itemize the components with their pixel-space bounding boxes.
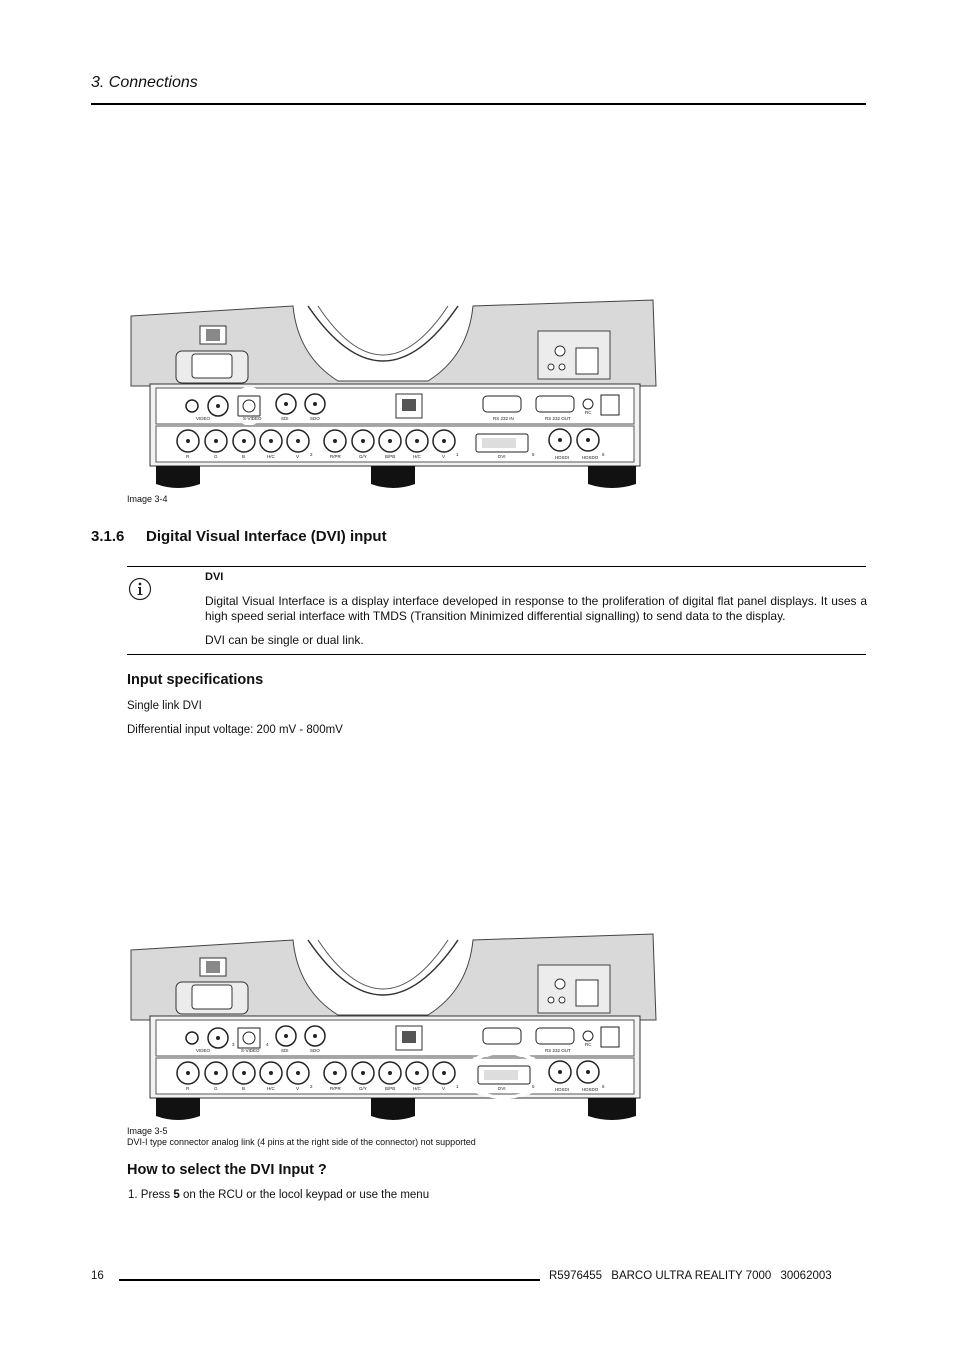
panel-label: RC	[585, 410, 592, 415]
doc-id: R5976455	[549, 1270, 603, 1282]
panel-label: R	[186, 454, 190, 459]
top-row-connectors-1	[185, 387, 620, 425]
panel-label: G	[214, 1086, 218, 1091]
panel-number: 5	[532, 452, 535, 457]
panel-label: RS 232 OUT	[545, 1048, 571, 1053]
panel-number: 2	[310, 452, 313, 457]
projector-connector-panel-figure-1: VIDEO S-VIDEO SDI SDO RS 232 IN RS 232 O…	[128, 296, 660, 496]
panel-label: H/C	[413, 454, 422, 459]
step-suffix: on the RCU or the locol keypad or use th…	[179, 1189, 430, 1201]
panel-label: H/C	[413, 1086, 422, 1091]
panel-number: 2	[310, 1084, 313, 1089]
projector-rear-illustration-1: VIDEO S-VIDEO SDI SDO RS 232 IN RS 232 O…	[130, 299, 657, 488]
panel-label: B/PB	[385, 1086, 395, 1091]
panel-number: 5	[532, 1084, 535, 1089]
header-rule	[91, 103, 866, 105]
panel-number: 4	[266, 1042, 269, 1047]
panel-label: R/PR	[330, 1086, 342, 1091]
panel-label: R	[186, 1086, 190, 1091]
figure-caption: Image 3-5	[127, 1126, 168, 1136]
panel-label: HDSDO	[582, 1087, 599, 1092]
note-body: Digital Visual Interface is a display in…	[205, 594, 867, 623]
info-icon	[128, 577, 152, 601]
panel-label: H/C	[267, 454, 276, 459]
panel-label: SDO	[310, 416, 320, 421]
spec-line: Single link DVI	[127, 700, 202, 712]
footer-doc-info: R5976455 BARCO ULTRA REALITY 7000 300620…	[549, 1270, 838, 1282]
panel-label: VIDEO	[196, 416, 211, 421]
spec-line: Differential input voltage: 200 mV - 800…	[127, 724, 343, 736]
product-name: BARCO ULTRA REALITY 7000	[611, 1270, 772, 1282]
panel-label: V	[296, 1086, 299, 1091]
panel-label: RS 232 IN	[493, 416, 514, 421]
panel-label: H/C	[267, 1086, 276, 1091]
panel-label: DVI	[498, 454, 506, 459]
panel-label: R/PR	[330, 454, 342, 459]
section-title: Digital Visual Interface (DVI) input	[146, 528, 387, 545]
panel-label: S-VIDEO	[243, 416, 262, 421]
panel-label: SDI	[281, 1048, 289, 1053]
step-1: 1. Press 5 on the RCU or the locol keypa…	[128, 1189, 429, 1201]
section-number: 3.1.6	[91, 528, 125, 545]
footer-rule	[119, 1279, 540, 1281]
panel-label: G/Y	[359, 454, 367, 459]
note-rule-bottom	[127, 654, 866, 655]
panel-number: 1	[456, 452, 459, 457]
panel-label: SDO	[310, 1048, 320, 1053]
panel-label: DVI	[498, 1086, 506, 1091]
projector-connector-panel-figure-2: VIDEO S-VIDEO SDI SDO RS 232 OUT RC R G …	[128, 930, 660, 1130]
panel-number: 6	[602, 452, 605, 457]
doc-date: 30062003	[780, 1270, 832, 1282]
panel-label: G/Y	[359, 1086, 367, 1091]
page-number: 16	[91, 1270, 104, 1282]
step-prefix: 1. Press	[128, 1189, 174, 1201]
panel-label: S-VIDEO	[241, 1048, 260, 1053]
how-to-heading: How to select the DVI Input ?	[127, 1162, 327, 1178]
bottom-row-connectors-1	[176, 428, 600, 453]
chapter-header: 3. Connections	[91, 74, 198, 91]
panel-label: V	[296, 454, 299, 459]
dvi-highlight-ellipse	[460, 1051, 548, 1099]
panel-label: B/PB	[385, 454, 395, 459]
panel-label: V	[442, 454, 445, 459]
panel-label: SDI	[281, 416, 289, 421]
panel-number: 6	[602, 1084, 605, 1089]
panel-label: VIDEO	[196, 1048, 211, 1053]
step-key: 5	[173, 1189, 180, 1201]
panel-number: 1	[456, 1084, 459, 1089]
note-heading: DVI	[205, 571, 224, 583]
panel-label: B	[242, 454, 245, 459]
section-heading: 3.1.6 Digital Visual Interface (DVI) inpu…	[91, 528, 387, 545]
panel-label: RC	[585, 1042, 592, 1047]
panel-label: G	[214, 454, 218, 459]
panel-label: RS 232 OUT	[545, 416, 571, 421]
panel-label: B	[242, 1086, 245, 1091]
top-row-connectors-2	[185, 1025, 620, 1049]
bottom-row-connectors-2	[176, 1051, 600, 1099]
note-body-2: DVI can be single or dual link.	[205, 633, 364, 647]
figure-caption: Image 3-4	[127, 494, 168, 504]
panel-number: 3	[232, 1042, 235, 1047]
panel-label: HDSDO	[582, 455, 599, 460]
figure-note: DVI-I type connector analog link (4 pins…	[127, 1137, 476, 1147]
note-rule-top	[127, 566, 866, 567]
panel-label: HDSDI	[555, 455, 569, 460]
panel-label: HDSDI	[555, 1087, 569, 1092]
input-specs-heading: Input specifications	[127, 672, 264, 688]
figure-caption-block: Image 3-5 DVI-I type connector analog li…	[127, 1126, 476, 1148]
projector-rear-illustration-2: VIDEO S-VIDEO SDI SDO RS 232 OUT RC R G …	[130, 933, 657, 1120]
panel-label: V	[442, 1086, 445, 1091]
s-video-highlight-circle	[230, 387, 268, 425]
